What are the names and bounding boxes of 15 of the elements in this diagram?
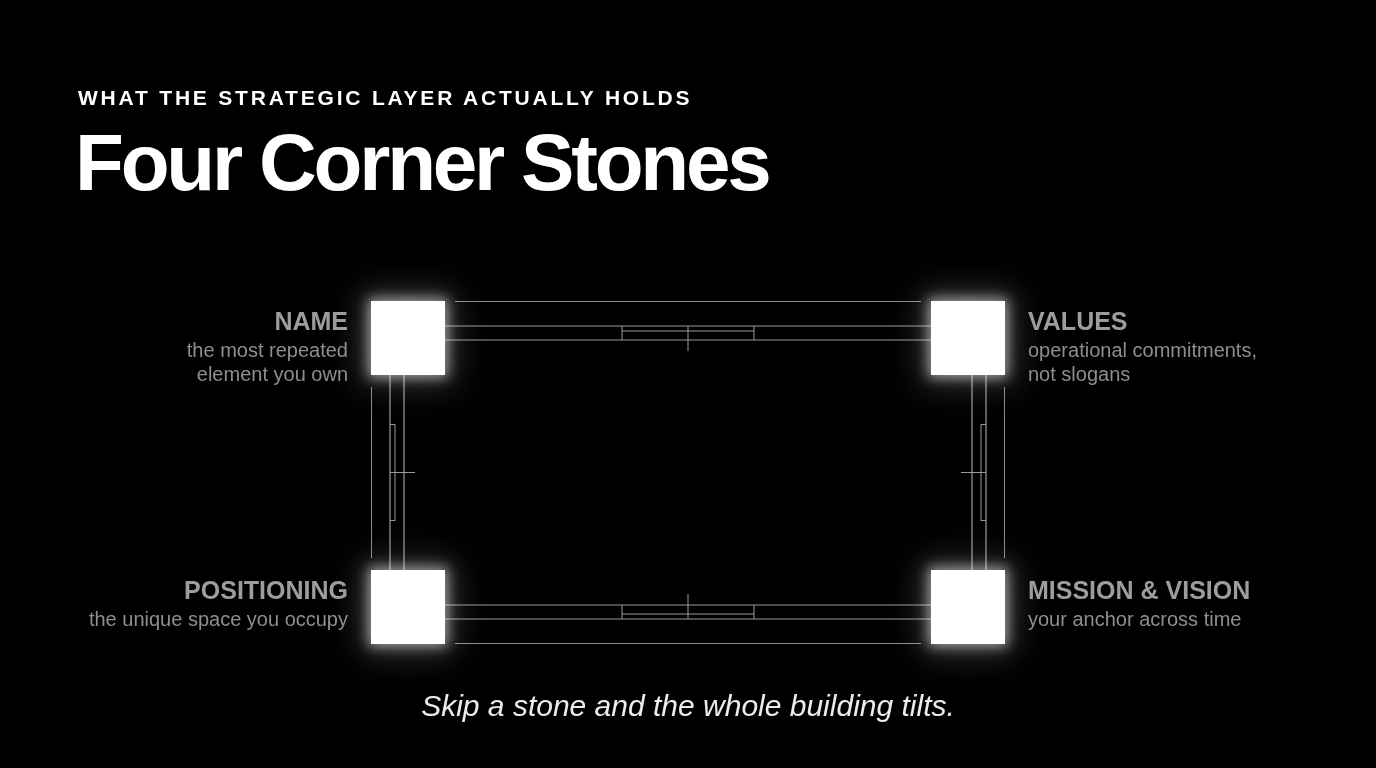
stone-description: operational commitments, not slogans: [1028, 338, 1258, 386]
stone-description: the most repeated element you own: [185, 338, 348, 386]
beam-line: [971, 374, 987, 571]
stone-title: POSITIONING: [184, 576, 348, 604]
stone-description: your anchor across time: [1028, 607, 1242, 631]
stone-description: the unique space you occupy: [88, 607, 348, 631]
beam-line: [444, 604, 932, 620]
stone-title: NAME: [274, 307, 348, 335]
page-title: Four Corner Stones: [75, 121, 769, 205]
stone-title: MISSION & VISION: [1028, 576, 1251, 604]
beam-line: [389, 374, 405, 571]
beam-line: [444, 325, 932, 341]
eyebrow-heading: WHAT THE STRATEGIC LAYER ACTUALLY HOLDS: [78, 86, 693, 110]
caption: Skip a stone and the whole building tilts.: [421, 688, 955, 723]
stone-title: VALUES: [1028, 307, 1128, 335]
